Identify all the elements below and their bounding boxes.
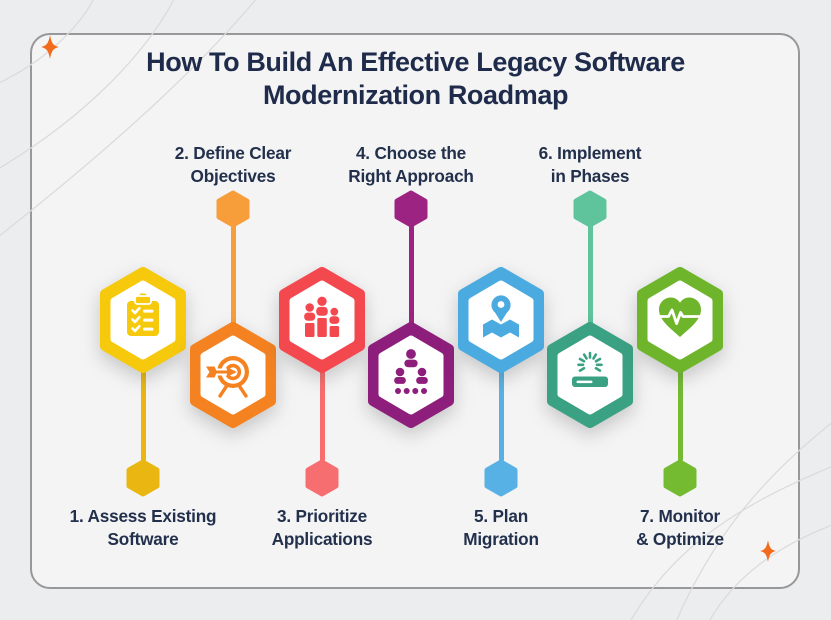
heart-pulse-glyph (655, 297, 705, 337)
map-pin-icon (458, 267, 544, 373)
hierarchy-glyph (394, 349, 428, 394)
step-marker-hexagon (484, 459, 518, 497)
hierarchy-icon (368, 322, 454, 428)
step-3: 3. Prioritize Applications (222, 0, 422, 620)
step-7: 7. Monitor & Optimize (580, 0, 780, 620)
step-4: 4. Choose the Right Approach (311, 0, 511, 620)
clipboard-glyph (127, 293, 159, 336)
target-dart-icon (190, 322, 276, 428)
step-3-label: 3. Prioritize Applications (271, 506, 373, 549)
map-pin-glyph (483, 295, 519, 338)
heart-pulse-icon (637, 267, 723, 373)
progress-glyph (572, 351, 608, 387)
step-6-connector-line (587, 224, 593, 334)
step-3-connector-line (319, 365, 325, 462)
step-1: 1. Assess Existing Software (43, 0, 243, 620)
step-marker-hexagon (305, 459, 339, 497)
step-7-label: 7. Monitor & Optimize (636, 506, 724, 549)
step-5-label: 5. Plan Migration (463, 506, 539, 549)
step-marker-hexagon (394, 190, 428, 228)
step-2-connector-line (230, 224, 236, 334)
target-glyph (206, 356, 249, 398)
clipboard-checklist-icon (100, 267, 186, 373)
step-5-connector-line (498, 365, 504, 462)
step-4-connector-line (408, 224, 414, 334)
people-bars-icon (279, 267, 365, 373)
step-6-label: 6. Implement in Phases (538, 143, 642, 186)
step-5: 5. Plan Migration (401, 0, 601, 620)
people-bars-glyph (304, 296, 340, 337)
step-marker-hexagon (573, 190, 607, 228)
step-6: 6. Implement in Phases (490, 0, 690, 620)
progress-bar-icon (547, 322, 633, 428)
step-1-connector-line (140, 365, 146, 462)
step-marker-hexagon (663, 459, 697, 497)
step-7-connector-line (677, 365, 683, 462)
step-marker-hexagon (126, 459, 160, 497)
step-4-label: 4. Choose the Right Approach (348, 143, 474, 186)
title-line-2: Modernization Roadmap (262, 80, 569, 110)
step-1-label: 1. Assess Existing Software (69, 506, 217, 549)
